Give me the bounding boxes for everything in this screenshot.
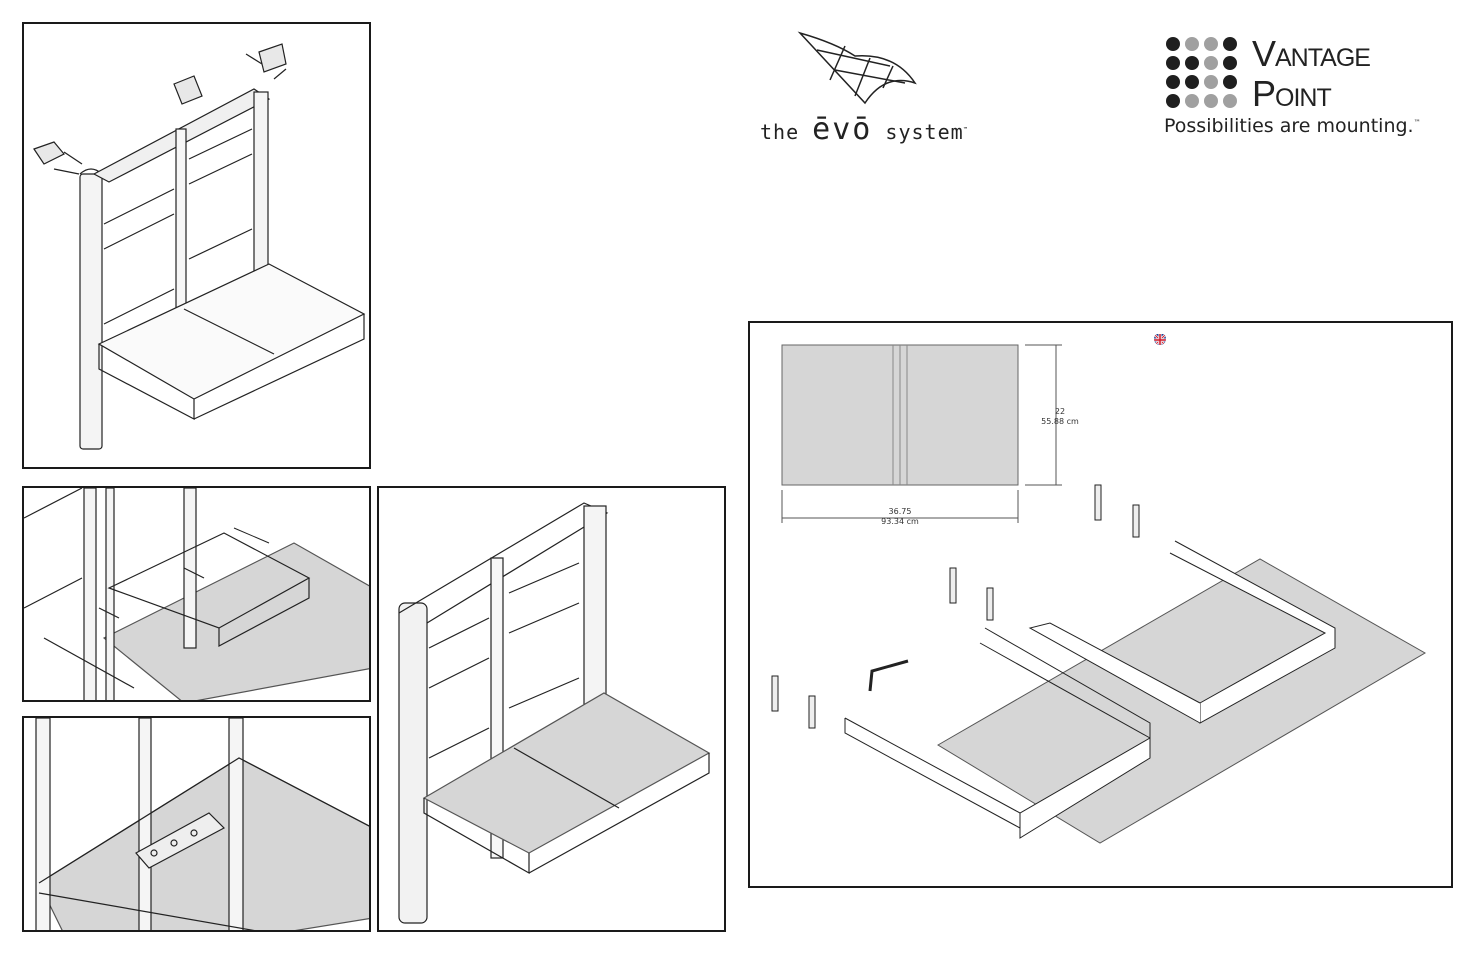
width-inches: 36.75 [888, 507, 912, 516]
step-panel-endcaps [22, 22, 371, 469]
step-panel-bracket [22, 716, 371, 932]
width-cm: 93.34 cm [881, 517, 919, 526]
brand-tagline: Possibilities are mounting.™ [1164, 115, 1421, 137]
evo-word-evo: ēvō [812, 112, 873, 147]
brand-tagline-text: Possibilities are mounting. [1164, 115, 1414, 137]
evo-system-wordmark: the ēvō system™ [760, 112, 968, 147]
vantage-point-dots-icon [1165, 36, 1245, 113]
exploded-parts-illustration [771, 344, 1427, 844]
evo-word-system: system [885, 120, 964, 144]
step-panel-slide-shelf [22, 486, 371, 702]
brand-line-1: Vantage [1252, 33, 1371, 74]
vantage-point-wordmark: Vantage Point [1252, 34, 1452, 114]
height-inches: 22 [1054, 407, 1066, 416]
bracket-illustration [35, 718, 369, 930]
height-cm: 55.88 cm [1041, 417, 1079, 426]
slide-shelf-illustration [24, 488, 369, 700]
evo-word-the: the [760, 120, 800, 144]
evo-grid-logo-icon [797, 31, 917, 105]
brand-line-2: Point [1252, 73, 1332, 114]
evo-tm: ™ [963, 126, 969, 134]
parts-exploded-panel: 22 55.88 cm 36.75 93.34 cm [748, 321, 1453, 888]
height-dimension-label: 22 55.88 cm [1038, 407, 1082, 427]
width-dimension-label: 36.75 93.34 cm [875, 507, 925, 527]
step-panel-assembled [377, 486, 726, 932]
evo-system-logo [755, 28, 995, 158]
frame-endcaps-illustration [33, 43, 366, 450]
assembled-shelf-illustration [398, 502, 711, 924]
brand-tm: ™ [1413, 118, 1421, 127]
uk-flag-icon[interactable] [1154, 333, 1166, 345]
